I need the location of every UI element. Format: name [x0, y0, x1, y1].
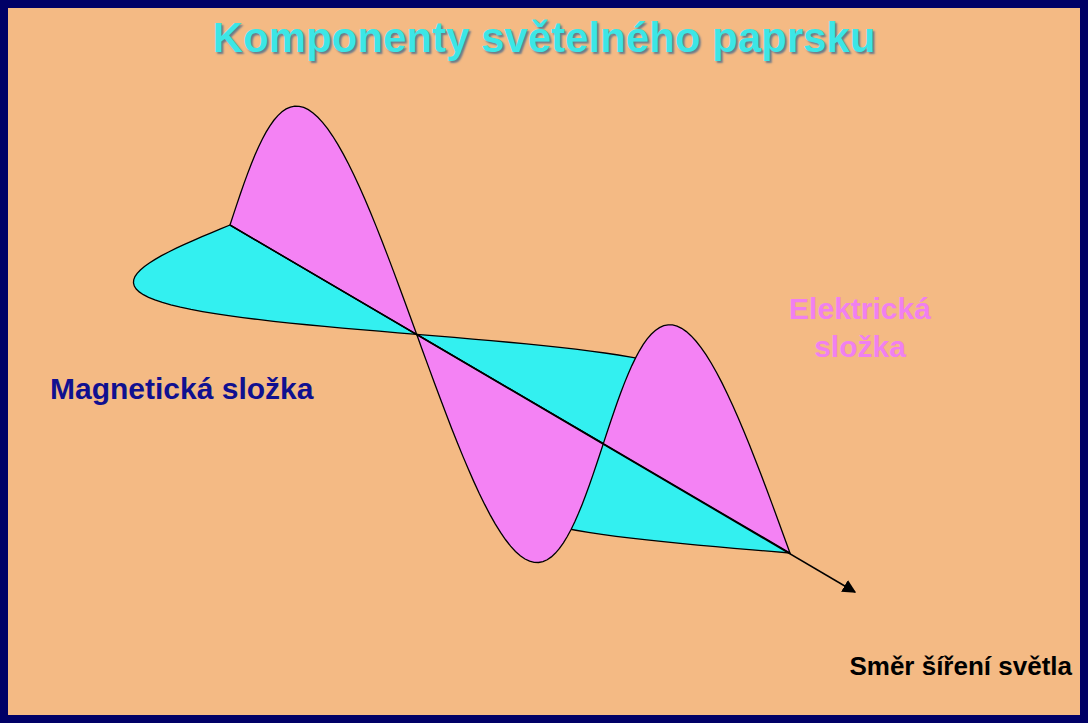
electric-lobe [230, 106, 417, 334]
electric-lobe [603, 325, 790, 553]
direction-label: Směr šíření světla [760, 650, 1072, 683]
title-slot: Komponenty světelného paprsku [8, 14, 1080, 62]
label-slot: Směr šíření světla [760, 650, 1072, 683]
title: Komponenty světelného paprsku [8, 14, 1080, 62]
electric-label: Elektrická složka [745, 290, 975, 365]
label-slot: Elektrická složka [745, 290, 975, 365]
label-slot: Magnetická složka [50, 370, 330, 408]
magnetic-label: Magnetická složka [50, 370, 330, 408]
propagation-axis [230, 225, 855, 592]
electric-lobe [417, 334, 604, 562]
